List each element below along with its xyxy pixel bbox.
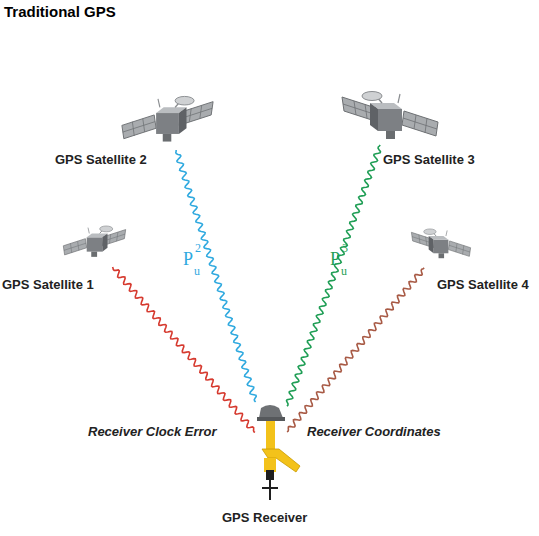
satellite-node: GPS Satellite 2 [120, 95, 215, 150]
node-label: GPS Satellite 4 [437, 277, 529, 292]
satellite-node: GPS Satellite 1 [62, 225, 127, 267]
unknown-label: Receiver Coordinates [307, 425, 441, 438]
unknown-label: Receiver Clock Error [88, 425, 217, 438]
subscript-index: u [341, 265, 347, 277]
superscript-index: 2 [195, 242, 201, 254]
signal-path [287, 268, 424, 432]
node-label: GPS Satellite 2 [55, 152, 147, 167]
diagram-title: Traditional GPS [4, 3, 116, 20]
pseudorange-symbol: P [330, 250, 340, 268]
satellite-icon [63, 226, 125, 257]
satellite-icon [342, 92, 438, 140]
satellite-node: GPS Satellite 4 [410, 228, 472, 268]
node-label: GPS Satellite 1 [2, 277, 94, 292]
subscript-index: u [194, 265, 200, 277]
satellite-icon [122, 96, 213, 141]
superscript-index: 3 [342, 242, 348, 254]
satellite-node: GPS Satellite 3 [340, 90, 440, 145]
node-label: GPS Receiver [222, 510, 307, 525]
pseudorange-symbol: P [183, 250, 193, 268]
satellite-icon [411, 229, 470, 258]
receiver-node: GPS Receiver [255, 402, 287, 500]
node-label: GPS Satellite 3 [383, 152, 475, 167]
signal-path [287, 145, 381, 406]
signal-path [113, 267, 255, 432]
signal-path [176, 150, 256, 402]
